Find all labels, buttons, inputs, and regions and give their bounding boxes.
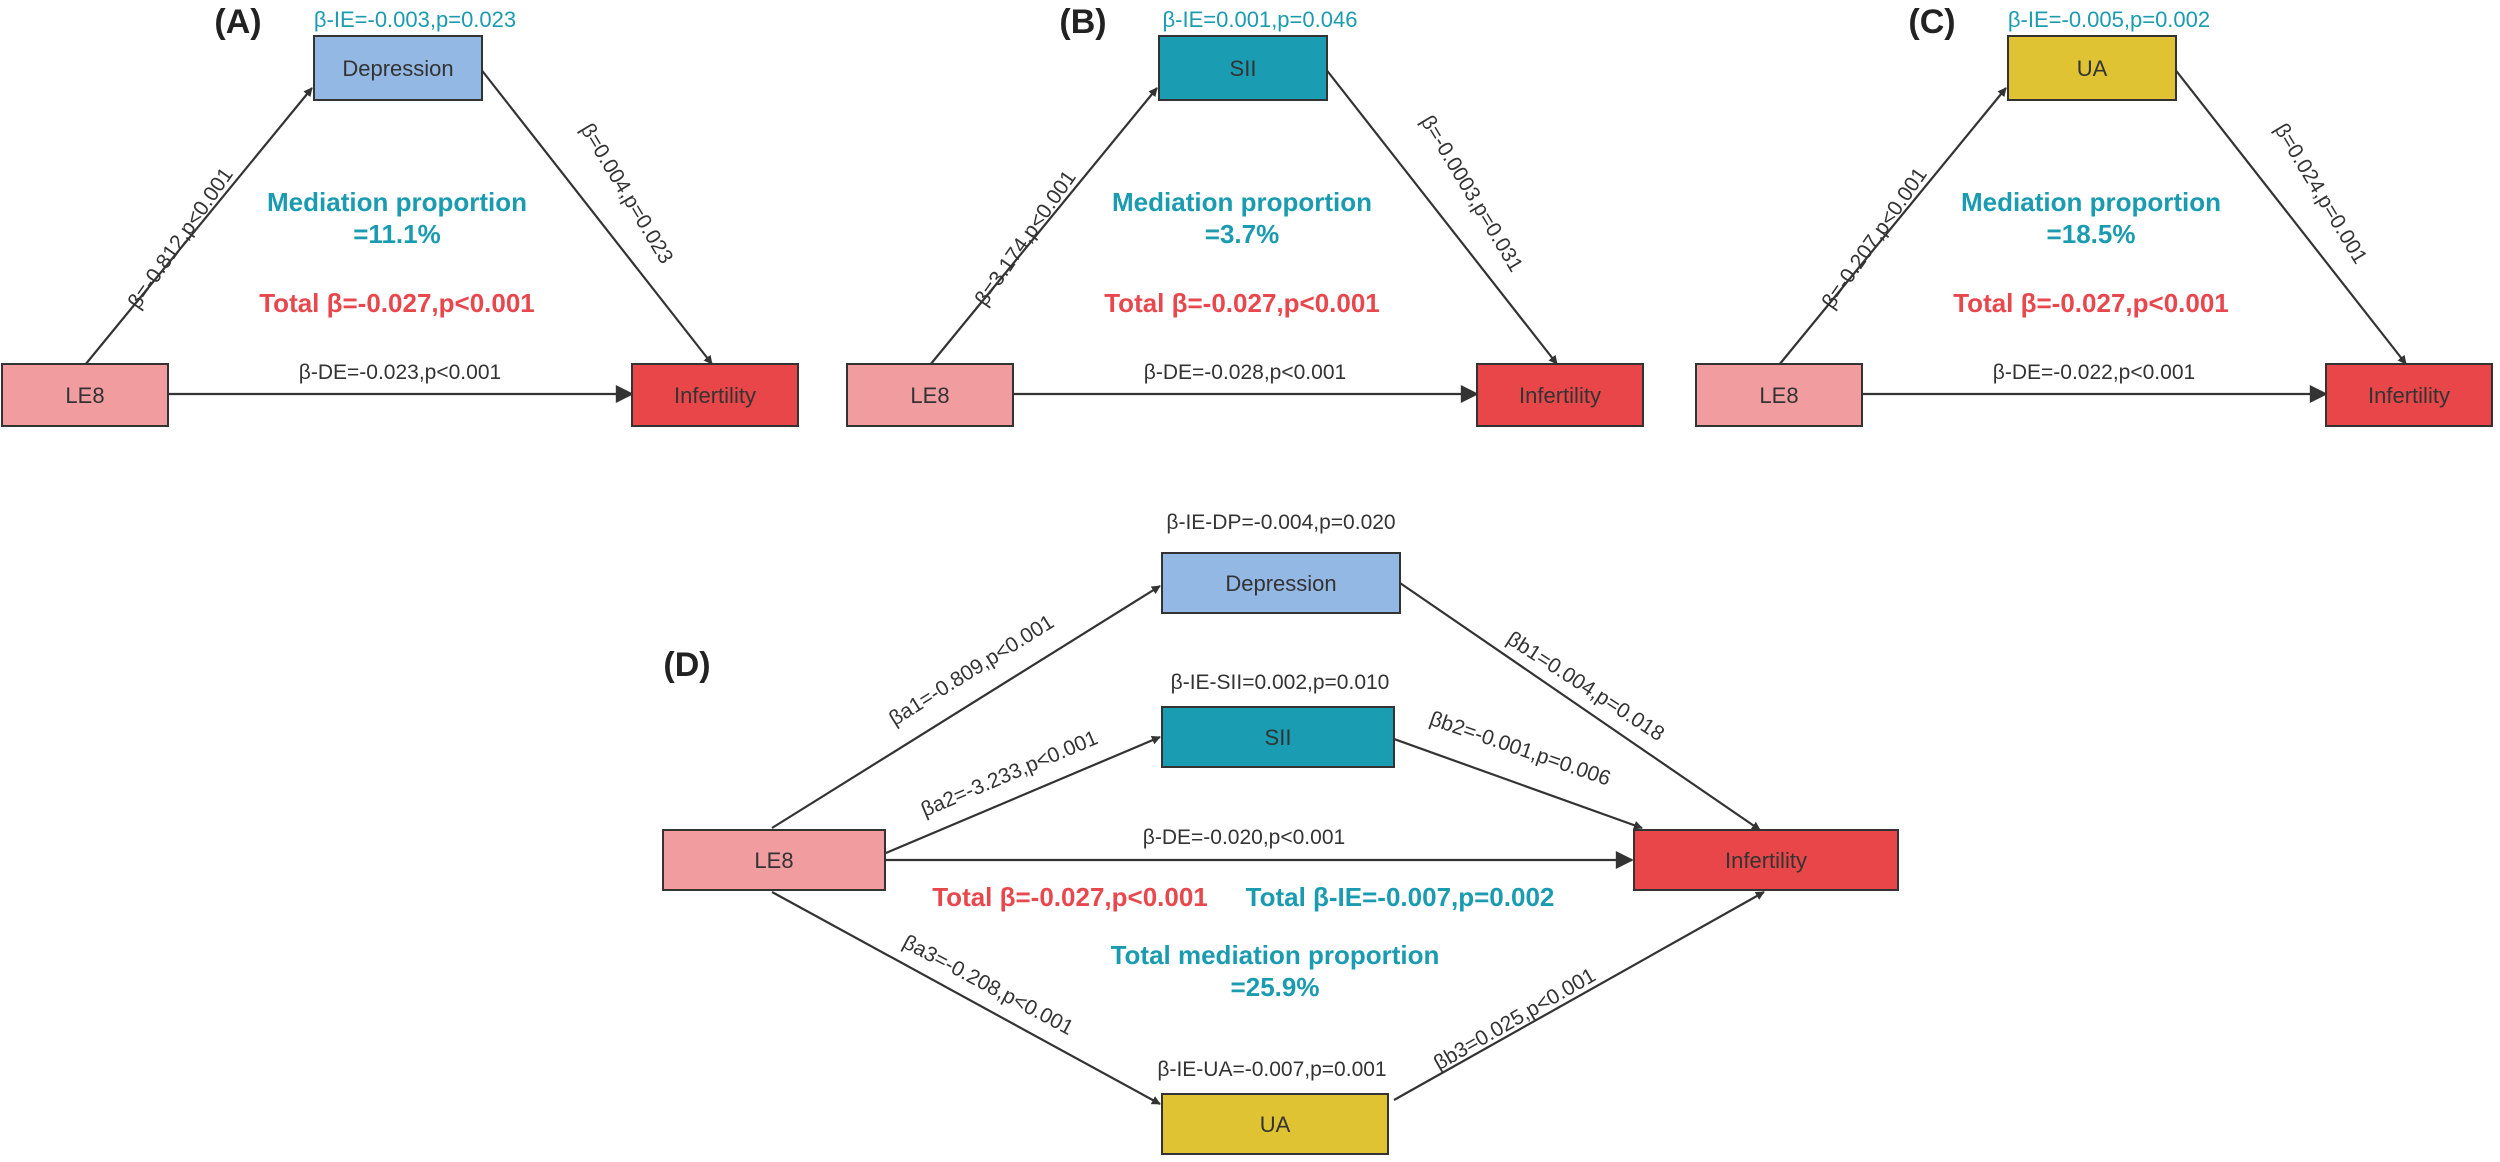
panel-b-mediation-proportion-value: =3.7% — [1205, 219, 1279, 249]
panel-d-b1-label: βb1=0.004,p=0.018 — [1503, 627, 1669, 746]
panel-b-mediation-proportion-title: Mediation proportion — [1112, 187, 1372, 217]
panel-c-mediator-node-rect — [2007, 35, 2177, 101]
panel-d-b3-label: βb3=0.025,p<0.001 — [1430, 964, 1600, 1075]
panel-b-path-a-label: β=3.174,p<0.001 — [971, 166, 1081, 310]
panel-c-mediator-node-label: UA — [2077, 56, 2108, 81]
panel-b-outcome-node: Infertility — [1476, 363, 1644, 427]
panel-d-b3-arrow — [1393, 891, 1765, 1101]
panel-c-outcome-node-rect — [2325, 363, 2493, 427]
panel-b-exposure-node: LE8 — [846, 363, 1014, 427]
panel-b-outcome-node-rect — [1476, 363, 1644, 427]
panel-c-exposure-node-rect — [1695, 363, 1863, 427]
panel-d-ie-ua-label: β-IE-UA=-0.007,p=0.001 — [1157, 1058, 1386, 1081]
panel-d-sii-node-rect — [1161, 706, 1395, 768]
panel-b-letter: (B) — [1059, 3, 1106, 41]
panel-a-mediator-node-label: Depression — [342, 56, 453, 81]
panel-a-letter: (A) — [214, 3, 261, 41]
panel-d-ie-sii-label: β-IE-SII=0.002,p=0.010 — [1171, 671, 1390, 694]
panel-d-depression-node-rect — [1161, 552, 1401, 614]
panel-b-exposure-node-rect — [846, 363, 1014, 427]
panel-c-path-b-arrow — [2173, 67, 2407, 365]
panel-b-mediator-node: SII — [1158, 35, 1328, 101]
panel-d-a2-arrow — [885, 735, 1161, 855]
panel-b-indirect-effect-label: β-IE=0.001,p=0.046 — [1163, 7, 1358, 32]
panel-d-exposure-node-label: LE8 — [754, 848, 793, 873]
panel-a-exposure-node-label: LE8 — [65, 383, 104, 408]
panel-a-total-effect-label: Total β=-0.027,p<0.001 — [259, 288, 535, 318]
panel-d-depression-node: Depression — [1161, 552, 1401, 614]
panel-d-depression-node-label: Depression — [1225, 571, 1336, 596]
panel-b-exposure-node-label: LE8 — [910, 383, 949, 408]
panel-d-a3-arrow — [771, 891, 1161, 1105]
panel-d-letter: (D) — [663, 646, 710, 684]
panel-a-path-b-arrow — [479, 67, 713, 365]
panel-b-total-effect-label: Total β=-0.027,p<0.001 — [1104, 288, 1380, 318]
panel-a-direct-effect-label: β-DE=-0.023,p<0.001 — [299, 361, 501, 384]
panel-d-a1-label: βa1=-0.809,p<0.001 — [885, 611, 1058, 731]
panel-c-path-a-arrow — [1778, 87, 2007, 366]
panel-c-total-effect-label: Total β=-0.027,p<0.001 — [1953, 288, 2229, 318]
panel-b-mediator-node-label: SII — [1230, 56, 1257, 81]
panel-d-ua-node: UA — [1161, 1093, 1389, 1155]
panel-d-b2-label: βb2=-0.001,p=0.006 — [1427, 707, 1614, 790]
panel-a-path-b-label: β=0.004,p=0.023 — [576, 119, 678, 267]
panel-c-outcome-node: Infertility — [2325, 363, 2493, 427]
panel-a-outcome-node-rect — [631, 363, 799, 427]
panel-b-path-a-arrow — [929, 87, 1158, 366]
panel-a-mediator-node-rect — [313, 35, 483, 101]
panel-d-exposure-node-rect — [662, 829, 886, 891]
panel-a-exposure-node-rect — [1, 363, 169, 427]
panel-a-outcome-node-label: Infertility — [674, 383, 756, 408]
panel-b-direct-effect-label: β-DE=-0.028,p<0.001 — [1144, 361, 1346, 384]
panel-b-path-b-arrow — [1324, 67, 1558, 365]
panel-d-total-indirect-effect-label: Total β-IE=-0.007,p=0.002 — [1246, 882, 1555, 912]
panel-d-outcome-node-rect — [1633, 829, 1899, 891]
panel-a-outcome-node: Infertility — [631, 363, 799, 427]
panel-b-outcome-node-label: Infertility — [1519, 383, 1601, 408]
panel-c-indirect-effect-label: β-IE=-0.005,p=0.002 — [2008, 7, 2210, 32]
panel-d-ie-depression-label: β-IE-DP=-0.004,p=0.020 — [1166, 511, 1395, 534]
panel-c-exposure-node: LE8 — [1695, 363, 1863, 427]
panel-d-a3-label: βa3=-0.208,p<0.001 — [899, 931, 1077, 1040]
panel-a-path-a-arrow — [84, 87, 313, 366]
panel-d-total-effect-label: Total β=-0.027,p<0.001 — [932, 882, 1208, 912]
panel-a-mediation-proportion-value: =11.1% — [353, 219, 440, 249]
panel-a-path-a-label: β=-0.812,p<0.001 — [124, 164, 238, 313]
panel-d-a1-arrow — [771, 585, 1161, 829]
panel-c-path-a-label: β=-0.207,p<0.001 — [1818, 164, 1932, 313]
panel-d-b1-arrow — [1399, 582, 1761, 831]
panel-d-outcome-node-label: Infertility — [1725, 848, 1807, 873]
panel-d-direct-effect-label: β-DE=-0.020,p<0.001 — [1143, 826, 1345, 849]
panel-d-outcome-node: Infertility — [1633, 829, 1899, 891]
panel-d-mediation-proportion-value: =25.9% — [1231, 972, 1320, 1002]
panel-c-outcome-node-label: Infertility — [2368, 383, 2450, 408]
panel-c-mediator-node: UA — [2007, 35, 2177, 101]
panel-b-mediator-node-rect — [1158, 35, 1328, 101]
panel-c-letter: (C) — [1908, 3, 1955, 41]
panel-d-ua-node-label: UA — [1260, 1112, 1291, 1137]
panel-a-mediator-node: Depression — [313, 35, 483, 101]
panel-a-mediation-proportion-title: Mediation proportion — [267, 187, 527, 217]
panel-d-mediation-proportion-title: Total mediation proportion — [1111, 940, 1440, 970]
panel-c-direct-effect-label: β-DE=-0.022,p<0.001 — [1993, 361, 2195, 384]
panel-d-b2-arrow — [1393, 737, 1643, 830]
panel-c-exposure-node-label: LE8 — [1759, 383, 1798, 408]
panel-b-path-b-label: β=-0.0003,p=0.031 — [1416, 111, 1527, 275]
panel-c-mediation-proportion-value: =18.5% — [2047, 219, 2136, 249]
panel-c-path-b-label: β=0.024,p=0.001 — [2270, 119, 2372, 267]
panel-d-sii-node-label: SII — [1265, 725, 1292, 750]
panel-a-indirect-effect-label: β-IE=-0.003,p=0.023 — [314, 7, 516, 32]
panel-d-ua-node-rect — [1161, 1093, 1389, 1155]
panel-a-exposure-node: LE8 — [1, 363, 169, 427]
panel-d-exposure-node: LE8 — [662, 829, 886, 891]
panel-c-mediation-proportion-title: Mediation proportion — [1961, 187, 2221, 217]
panel-d-sii-node: SII — [1161, 706, 1395, 768]
